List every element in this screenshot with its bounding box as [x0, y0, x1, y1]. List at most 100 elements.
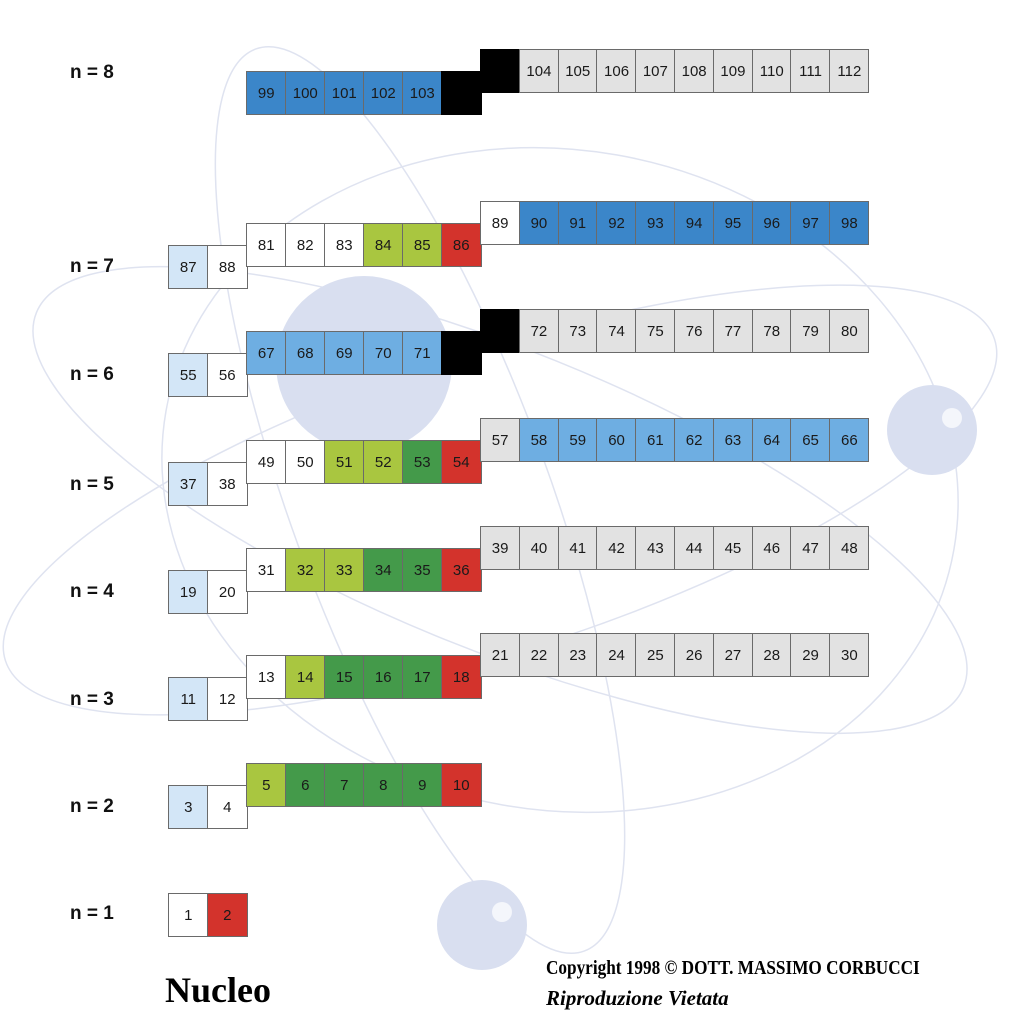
shell-label: n = 4	[70, 581, 114, 602]
element-cell: 37	[168, 462, 209, 506]
element-cell: 52	[363, 440, 404, 484]
element-cell: 50	[285, 440, 326, 484]
element-cell: 112	[829, 49, 870, 93]
empty-black-cell	[480, 309, 521, 353]
element-cell: 87	[168, 245, 209, 289]
element-cell: 24	[596, 633, 637, 677]
element-cell: 11	[168, 677, 209, 721]
element-cell: 70	[363, 331, 404, 375]
element-cell: 80	[829, 309, 870, 353]
empty-black-cell	[441, 331, 482, 375]
element-cell: 103	[402, 71, 443, 115]
electron-sphere	[437, 880, 527, 970]
element-cell: 93	[635, 201, 676, 245]
element-cell: 48	[829, 526, 870, 570]
sphere-highlight	[492, 902, 512, 922]
element-cell: 45	[712, 526, 754, 570]
element-cell: 82	[285, 223, 326, 267]
element-cell: 30	[829, 633, 870, 677]
element-cell: 20	[207, 570, 248, 614]
element-cell: 97	[790, 201, 831, 245]
shell-label: n = 6	[70, 364, 114, 385]
element-cell: 17	[402, 655, 443, 699]
element-cell: 68	[285, 331, 326, 375]
element-cell: 5	[246, 763, 287, 807]
element-cell: 32	[285, 548, 326, 592]
element-cell: 40	[518, 526, 560, 570]
element-cell: 18	[441, 655, 482, 699]
empty-black-cell	[480, 49, 521, 93]
element-cell: 28	[751, 633, 792, 677]
element-cell: 4	[207, 785, 248, 829]
element-cell: 65	[790, 418, 831, 462]
shell-label: n = 3	[70, 689, 114, 710]
electron-sphere	[887, 385, 977, 475]
element-cell: 77	[712, 309, 754, 353]
element-cell: 10	[441, 763, 482, 807]
element-cell: 99	[246, 71, 287, 115]
element-cell: 111	[790, 49, 831, 93]
orbit-line	[2, 284, 998, 716]
reproduction-notice: Riproduzione Vietata	[546, 986, 729, 1010]
element-cell: 74	[596, 309, 637, 353]
element-cell: 58	[518, 418, 560, 462]
element-cell: 100	[285, 71, 326, 115]
element-cell: 91	[557, 201, 598, 245]
element-cell: 95	[712, 201, 754, 245]
element-cell: 105	[557, 49, 598, 93]
orbit-line	[161, 146, 959, 814]
element-cell: 33	[324, 548, 365, 592]
sphere-highlight	[942, 408, 962, 428]
shell-label: n = 2	[70, 796, 114, 817]
shell-label: n = 1	[70, 903, 114, 924]
element-cell: 51	[324, 440, 365, 484]
element-cell: 62	[674, 418, 715, 462]
element-cell: 36	[441, 548, 482, 592]
shell-label: n = 7	[70, 256, 114, 277]
element-cell: 19	[168, 570, 209, 614]
element-cell: 104	[518, 49, 560, 93]
element-cell: 88	[207, 245, 248, 289]
element-cell: 57	[480, 418, 521, 462]
element-cell: 23	[557, 633, 598, 677]
element-cell: 90	[518, 201, 560, 245]
element-cell: 46	[751, 526, 792, 570]
element-cell: 49	[246, 440, 287, 484]
element-cell: 78	[751, 309, 792, 353]
element-cell: 76	[674, 309, 715, 353]
element-cell: 12	[207, 677, 248, 721]
element-cell: 21	[480, 633, 521, 677]
element-cell: 94	[674, 201, 715, 245]
element-cell: 22	[518, 633, 560, 677]
element-cell: 59	[557, 418, 598, 462]
element-cell: 47	[790, 526, 831, 570]
element-cell: 102	[363, 71, 404, 115]
element-cell: 101	[324, 71, 365, 115]
element-cell: 106	[596, 49, 637, 93]
empty-black-cell	[441, 71, 482, 115]
element-cell: 43	[635, 526, 676, 570]
element-cell: 26	[674, 633, 715, 677]
element-cell: 108	[674, 49, 715, 93]
element-cell: 110	[751, 49, 792, 93]
element-cell: 35	[402, 548, 443, 592]
element-cell: 72	[518, 309, 560, 353]
element-cell: 92	[596, 201, 637, 245]
element-cell: 86	[441, 223, 482, 267]
element-cell: 9	[402, 763, 443, 807]
element-cell: 31	[246, 548, 287, 592]
element-cell: 69	[324, 331, 365, 375]
element-cell: 34	[363, 548, 404, 592]
element-cell: 63	[712, 418, 754, 462]
element-cell: 89	[480, 201, 521, 245]
element-cell: 44	[674, 526, 715, 570]
element-cell: 79	[790, 309, 831, 353]
element-cell: 96	[751, 201, 792, 245]
element-cell: 38	[207, 462, 248, 506]
element-cell: 107	[635, 49, 676, 93]
element-cell: 61	[635, 418, 676, 462]
element-cell: 66	[829, 418, 870, 462]
element-cell: 54	[441, 440, 482, 484]
element-cell: 81	[246, 223, 287, 267]
